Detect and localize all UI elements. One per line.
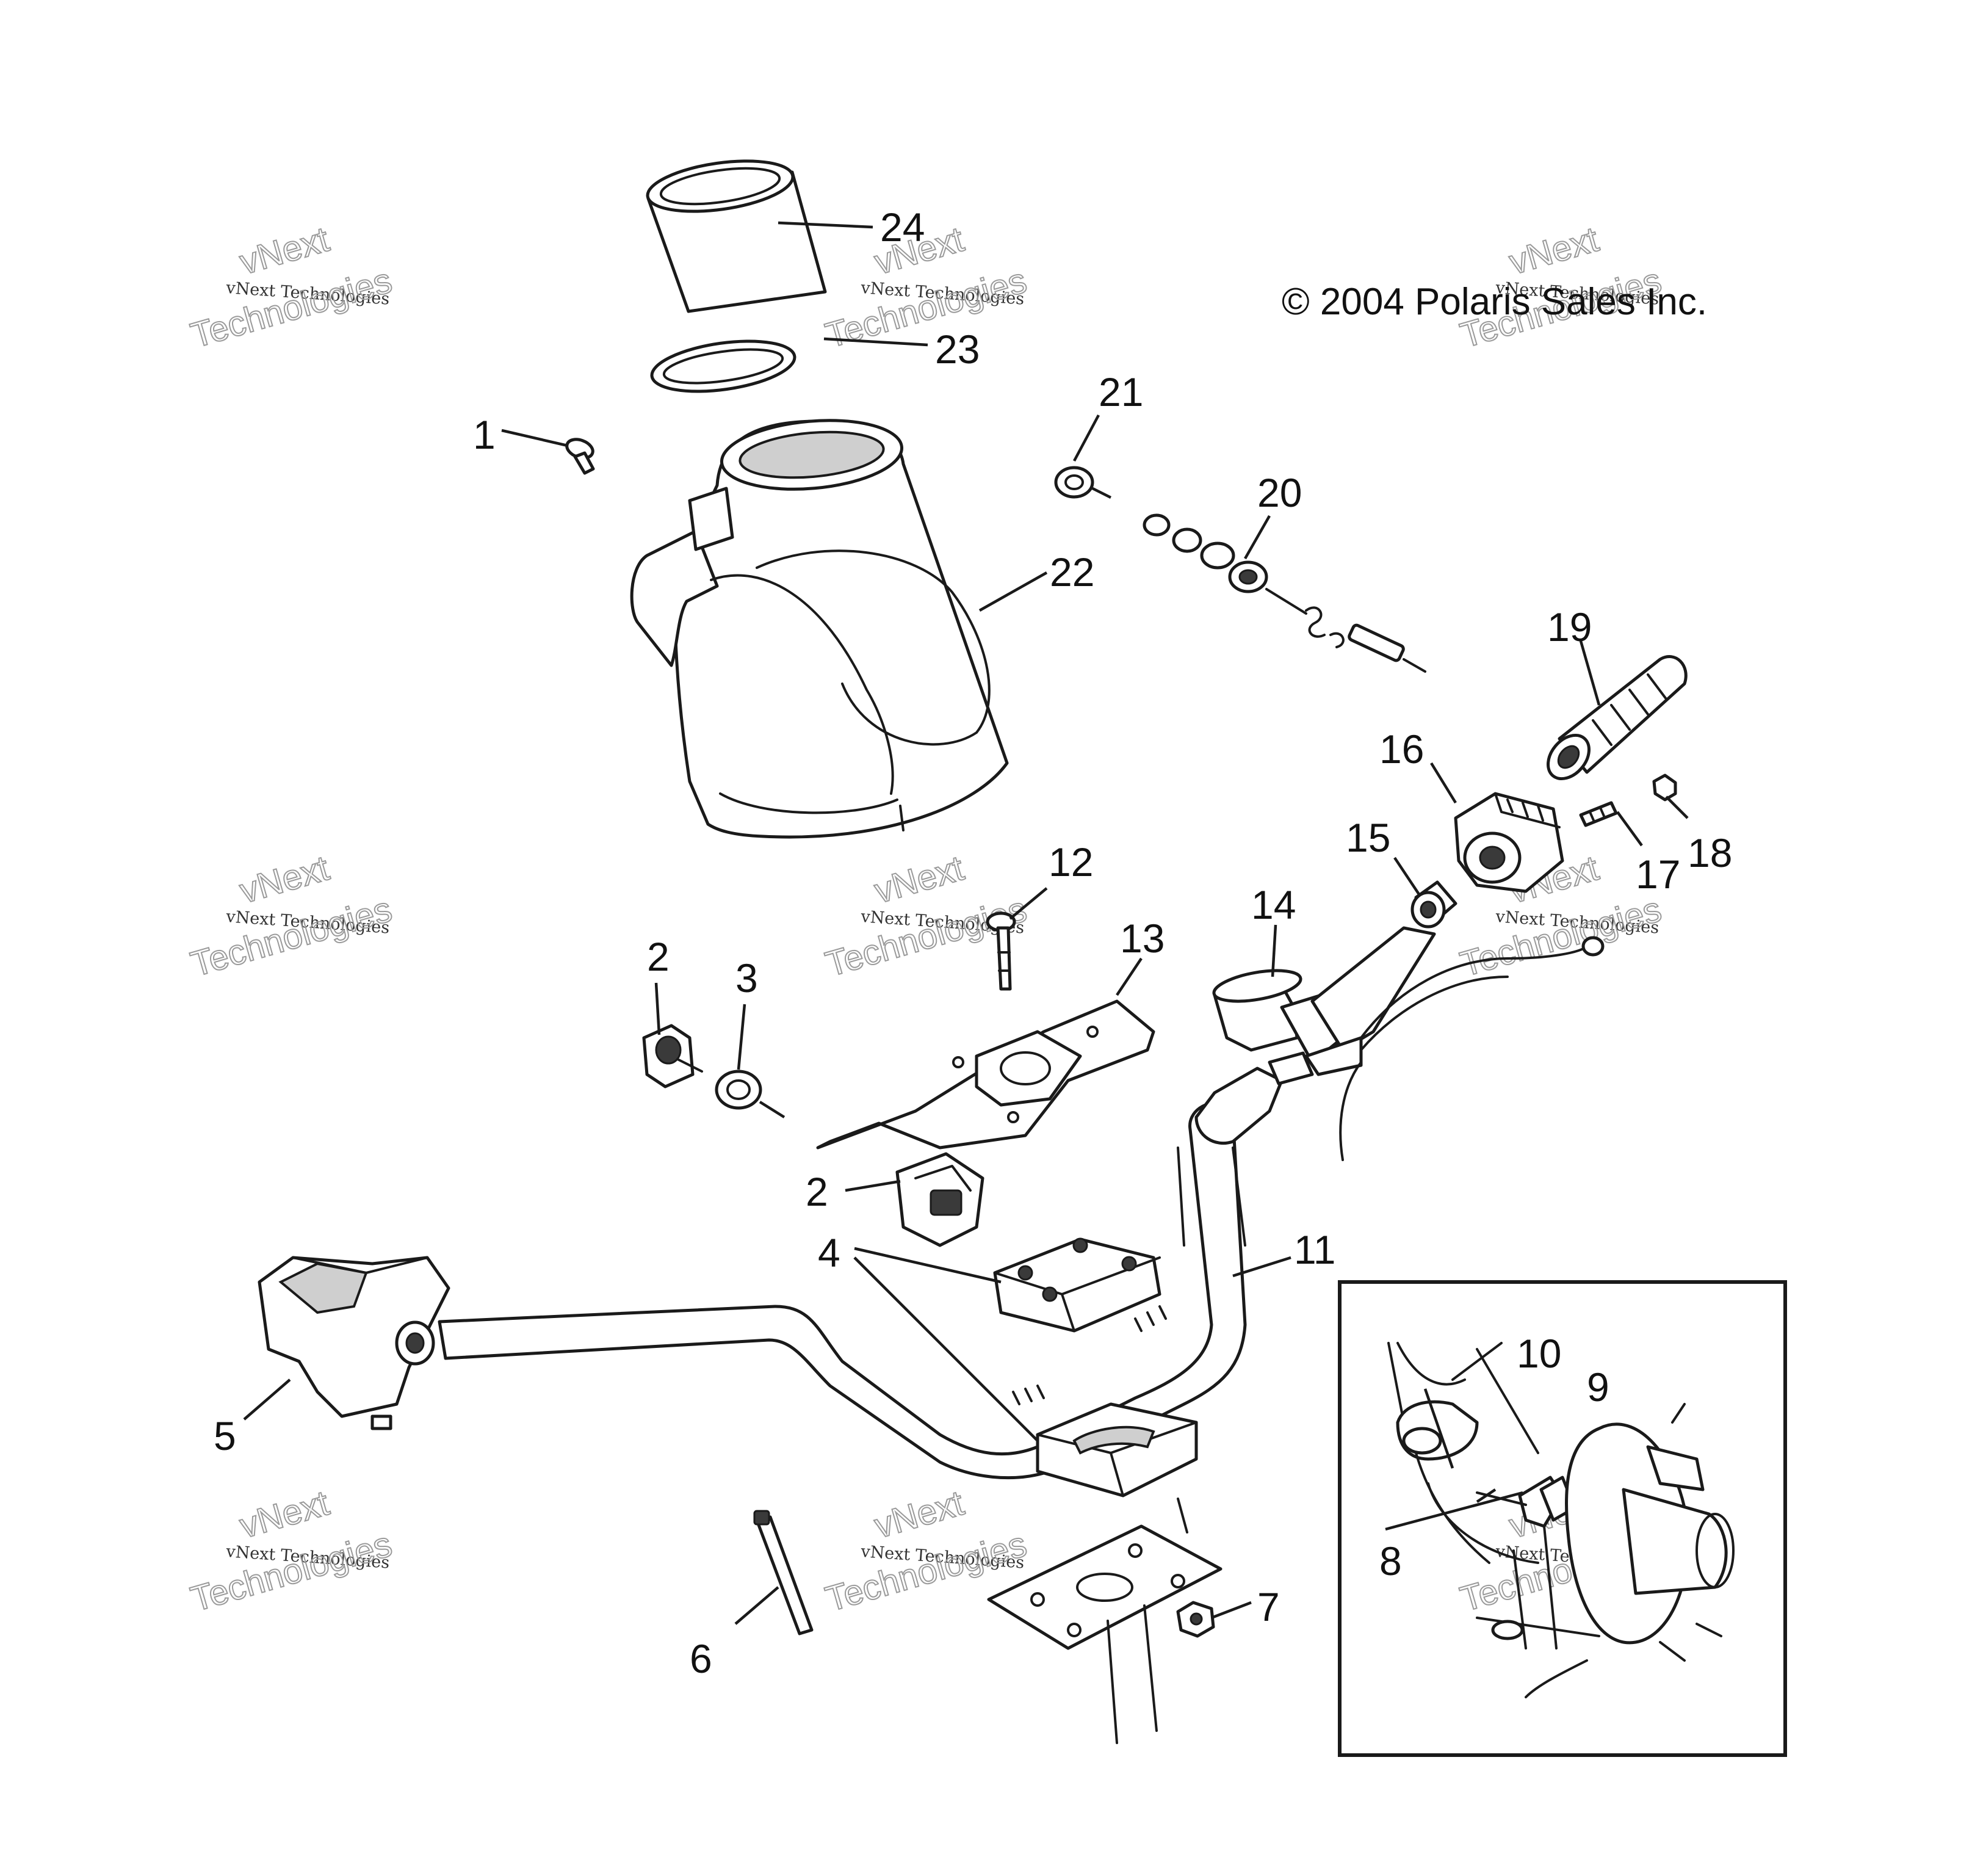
callout-24: 24 [880, 205, 925, 250]
callout-1: 1 [473, 412, 496, 457]
callout-8: 8 [1379, 1538, 1402, 1584]
callout-14: 14 [1251, 882, 1296, 927]
svg-text:vNext: vNext [236, 219, 333, 282]
callout-4: 4 [818, 1230, 840, 1275]
callout-5: 5 [214, 1413, 236, 1458]
leader-lines [243, 221, 1689, 1625]
callout-2a: 2 [647, 934, 670, 979]
callout-20: 20 [1257, 470, 1302, 515]
part-19-handlebar-grip [1547, 655, 1688, 781]
part-20-switch-assembly [1143, 513, 1426, 673]
callout-12: 12 [1049, 839, 1093, 885]
part-4-clamp-upper [993, 1237, 1161, 1333]
part-23-seal-ring [650, 339, 796, 393]
callout-23: 23 [935, 327, 980, 372]
part-22-headlight-pod [630, 419, 1009, 839]
part-21-nut [1054, 466, 1112, 499]
part-2-switch-upper [642, 1024, 703, 1088]
part-1-screw [565, 438, 595, 475]
svg-text:vNext: vNext [870, 1483, 968, 1546]
part-17-set-screw [1579, 801, 1618, 827]
part-6-cable-tie [753, 1510, 814, 1635]
callout-15: 15 [1346, 815, 1390, 860]
callout-10: 10 [1517, 1331, 1561, 1376]
svg-text:vNext: vNext [1505, 219, 1603, 282]
callout-6: 6 [690, 1636, 712, 1681]
part-11-handlebar [438, 1051, 1314, 1480]
svg-text:vNext: vNext [236, 1483, 333, 1546]
callout-21: 21 [1099, 369, 1143, 415]
callout-17: 17 [1636, 852, 1680, 897]
callout-labels: 24 23 1 22 21 20 19 16 15 17 18 14 12 13… [214, 205, 1732, 1681]
svg-text:vNext: vNext [236, 848, 333, 911]
callout-2b: 2 [806, 1169, 828, 1214]
part-15-collar [1410, 880, 1457, 929]
inset-brake-assembly [1387, 1342, 1735, 1698]
callout-18: 18 [1688, 830, 1732, 875]
watermark-top-left: vNext vNext Technologies Technologies [186, 219, 397, 356]
part-13-mounting-plate [816, 999, 1155, 1150]
part-3-switch-nut [715, 1070, 785, 1118]
svg-text:Technologies: Technologies [187, 1524, 396, 1620]
part-24-lens-ring [646, 159, 827, 313]
svg-text:vNext: vNext [870, 848, 968, 911]
watermark-top-center: vNext vNext Technologies Technologies [821, 219, 1031, 356]
callout-22: 22 [1050, 549, 1094, 595]
part-12-bolt [986, 911, 1016, 991]
svg-text:Technologies: Technologies [1456, 889, 1666, 985]
part-14-master-cylinder [1212, 926, 1605, 1161]
detail-inset-box [1338, 1280, 1787, 1757]
part-7-nut [1176, 1601, 1215, 1638]
callout-13: 13 [1120, 916, 1165, 961]
part-18-end-nut [1652, 773, 1677, 802]
watermark-bottom-left: vNext vNext Technologies Technologies [186, 1482, 397, 1620]
callout-16: 16 [1379, 726, 1424, 772]
steering-mount-plate [987, 1498, 1222, 1744]
watermark-mid-left: vNext vNext Technologies Technologies [186, 847, 397, 985]
callout-3: 3 [735, 955, 758, 1001]
part-2-switch-lower [895, 1152, 984, 1247]
callout-7: 7 [1257, 1584, 1280, 1629]
svg-text:Technologies: Technologies [187, 261, 396, 356]
part-4-clamp-lower [1036, 1402, 1198, 1498]
callout-19: 19 [1547, 604, 1592, 650]
copyright-notice: © 2004 Polaris Sales Inc. [1282, 281, 1707, 323]
svg-text:Technologies: Technologies [187, 889, 396, 985]
part-16-throttle-housing [1454, 792, 1564, 893]
part-5-left-switch-housing [258, 1256, 450, 1430]
callout-11: 11 [1294, 1227, 1336, 1272]
callout-9: 9 [1587, 1364, 1609, 1410]
